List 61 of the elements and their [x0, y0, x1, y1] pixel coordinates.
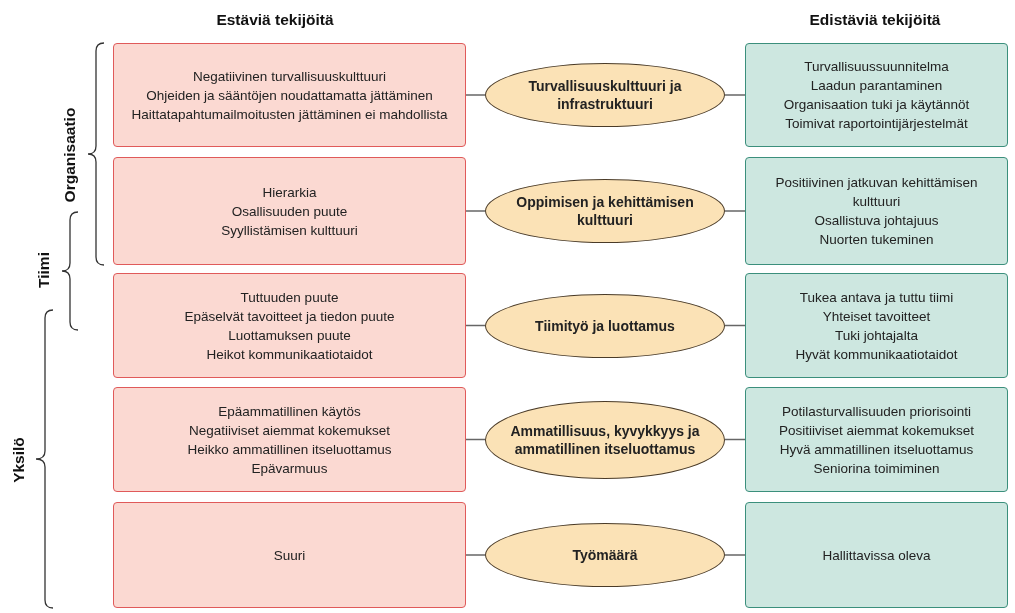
- factor-text: Epävarmuus: [251, 459, 328, 478]
- factor-text: Yhteiset tavoitteet: [822, 307, 931, 326]
- connector-line: [465, 438, 486, 441]
- factor-text: Toimivat raportointijärjestelmät: [785, 115, 968, 133]
- factor-text: Epäselvät tavoitteet ja tiedon puute: [184, 307, 395, 326]
- factor-text: Positiivinen jatkuvan kehittämisen kulttuuri: [774, 174, 979, 211]
- theme-label: Turvallisuuskulttuuri ja infrastruktuuri: [527, 77, 683, 113]
- factor-text: Laadun parantaminen: [810, 77, 943, 95]
- factor-text: Hierarkia: [262, 183, 317, 202]
- factor-text: Hyvä ammatillinen itseluottamus: [779, 440, 974, 459]
- factor-text: Negatiivinen turvallisuuskulttuuri: [193, 67, 386, 86]
- column-heading: Edistäviä tekijöitä: [809, 11, 941, 29]
- factor-text: Haittatapahtumailmoitusten jättäminen ei mahdollista: [131, 105, 448, 124]
- factor-text: Turvallisuussuunnitelma: [804, 58, 949, 76]
- connector-line: [724, 438, 746, 441]
- factor-text: Positiiviset aiemmat kokemukset: [778, 421, 975, 440]
- theme-label: Työmäärä: [572, 546, 638, 564]
- factor-box: [113, 157, 466, 265]
- factor-text: Organisaation tuki ja käytännöt: [783, 96, 970, 114]
- connector-line: [724, 324, 746, 327]
- column-heading: Estäviä tekijöitä: [216, 11, 334, 29]
- factor-text: Tuki johtajalta: [835, 326, 918, 345]
- factor-box: [745, 387, 1008, 492]
- connector-line: [465, 324, 486, 327]
- factor-box: [745, 43, 1008, 147]
- factor-text: Syyllistämisen kulttuuri: [221, 221, 358, 240]
- factor-box: [745, 157, 1008, 265]
- factor-text: Luottamuksen puute: [228, 326, 351, 345]
- connector-line: [724, 94, 746, 96]
- factor-text: Heikko ammatillinen itseluottamus: [187, 440, 392, 459]
- connector-line: [465, 554, 486, 556]
- theme-label: Tiimityö ja luottamus: [535, 316, 675, 335]
- factor-text: Suuri: [273, 546, 306, 565]
- factor-text: Potilasturvallisuuden priorisointi: [781, 402, 972, 421]
- connector-line: [724, 210, 746, 212]
- factor-box: [113, 43, 466, 147]
- theme-label: Oppimisen ja kehittämisen kulttuuri: [515, 193, 695, 229]
- factor-text: Osallisuuden puute: [231, 202, 348, 221]
- factor-text: Hallittavissa oleva: [822, 546, 931, 565]
- factor-text: Nuorten tukeminen: [819, 231, 934, 249]
- factor-box: [113, 273, 466, 378]
- factor-box: [745, 273, 1008, 378]
- factor-text: Tuttuuden puute: [240, 288, 339, 307]
- factor-text: Tukea antava ja tuttu tiimi: [799, 288, 954, 307]
- factor-text: Hyvät kommunikaatiotaidot: [795, 345, 958, 364]
- factor-text: Epäammatillinen käytös: [218, 402, 361, 421]
- factor-text: Osallistuva johtajuus: [814, 212, 939, 230]
- factor-text: Seniorina toimiminen: [813, 459, 940, 478]
- connector-line: [465, 210, 486, 212]
- group-label: Yksilö: [10, 437, 28, 483]
- factor-text: Ohjeiden ja sääntöjen noudattamatta jättäminen: [146, 86, 433, 105]
- factor-text: Negatiiviset aiemmat kokemukset: [188, 421, 391, 440]
- group-label: Organisaatio: [61, 107, 79, 203]
- factor-box: [745, 502, 1008, 608]
- connector-line: [724, 554, 746, 556]
- factor-box: [113, 387, 466, 492]
- theme-label: Ammatillisuus, kyvykkyys ja ammatillinen itseluottamus: [509, 421, 701, 458]
- factor-text: Heikot kommunikaatiotaidot: [206, 345, 373, 364]
- group-label: Tiimi: [35, 252, 53, 288]
- factor-box: [113, 502, 466, 608]
- connector-line: [465, 94, 486, 96]
